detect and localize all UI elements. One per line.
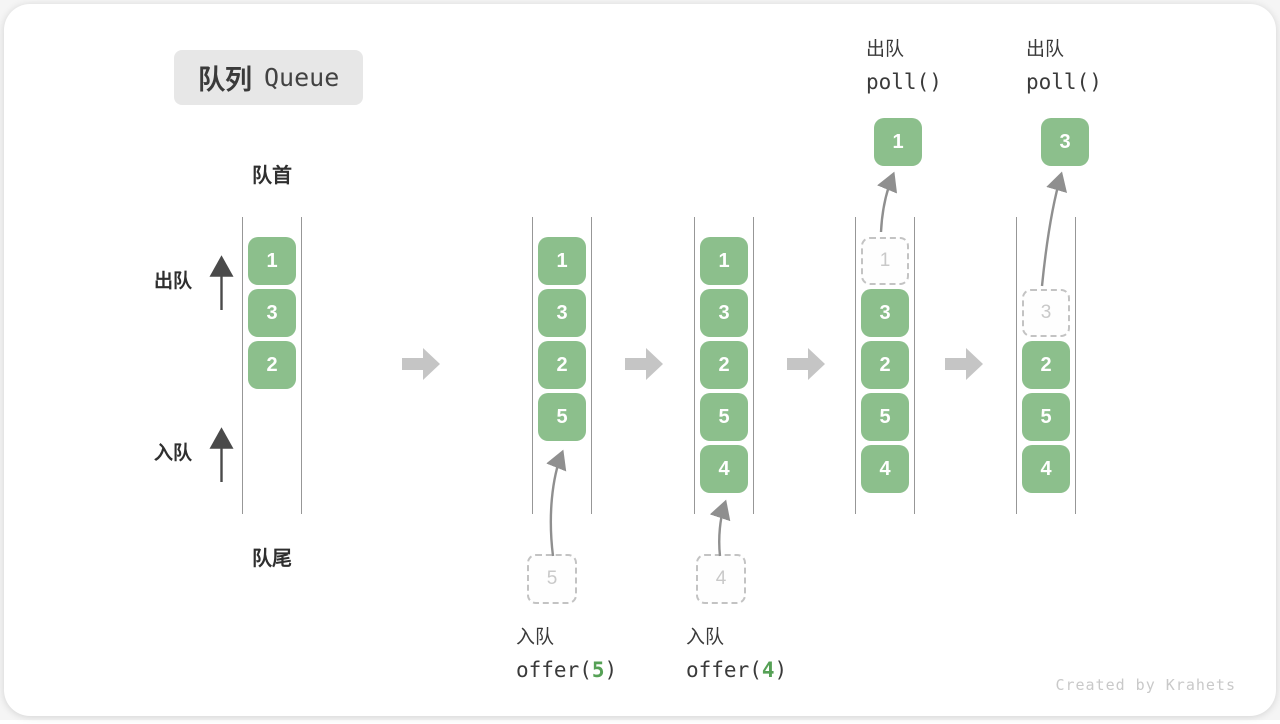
polled-element: 1 xyxy=(874,118,922,166)
op-label-offer-4: 入队 offer(4) xyxy=(686,622,787,682)
queue-cell: 2 xyxy=(861,341,909,389)
title-badge: 队列 Queue xyxy=(174,50,364,105)
queue-cell: 4 xyxy=(861,445,909,493)
queue-cell: 2 xyxy=(538,341,586,389)
op-code: offer(5) xyxy=(516,658,618,682)
queue-cell-dashed: 3 xyxy=(1022,289,1070,337)
queue-cell: 3 xyxy=(700,289,748,337)
op-label-poll-1: 出队 poll() xyxy=(866,34,942,94)
queue-tube-1 xyxy=(242,217,302,514)
title-en: Queue xyxy=(264,63,340,92)
op-arg: 4 xyxy=(761,658,775,682)
op-cn: 出队 xyxy=(1026,39,1065,60)
queue-cell: 5 xyxy=(700,393,748,441)
label-enqueue: 入队 xyxy=(154,443,193,464)
arrows-overlay xyxy=(209,171,1068,557)
incoming-element: 5 xyxy=(527,554,577,604)
op-cn: 入队 xyxy=(516,627,555,648)
queue-cell: 3 xyxy=(538,289,586,337)
queue-tube-4 xyxy=(855,217,915,514)
queue-cell-dashed: 1 xyxy=(861,237,909,285)
queue-cell: 4 xyxy=(700,445,748,493)
op-cn: 入队 xyxy=(686,627,725,648)
label-dequeue: 出队 xyxy=(154,271,193,292)
op-code: poll() xyxy=(1026,70,1102,94)
queue-cell: 1 xyxy=(248,237,296,285)
op-code: offer(4) xyxy=(686,658,788,682)
incoming-element: 4 xyxy=(696,554,746,604)
diagram-card: 队列 Queue 队首 队尾 出队 入队 1 3 2 1 3 2 5 1 3 2… xyxy=(4,4,1276,716)
watermark: Created by Krahets xyxy=(1055,676,1236,694)
queue-tube-3 xyxy=(694,217,754,514)
state-arrow-icon xyxy=(787,348,825,380)
queue-cell: 5 xyxy=(538,393,586,441)
op-code: poll() xyxy=(866,70,942,94)
queue-cell: 1 xyxy=(538,237,586,285)
op-arg: 5 xyxy=(591,658,605,682)
queue-cell: 4 xyxy=(1022,445,1070,493)
op-label-offer-5: 入队 offer(5) xyxy=(516,622,617,682)
state-arrow-icon xyxy=(625,348,663,380)
queue-tube-5 xyxy=(1016,217,1076,514)
state-arrow-icon xyxy=(945,348,983,380)
queue-cell: 5 xyxy=(1022,393,1070,441)
op-cn: 出队 xyxy=(866,39,905,60)
queue-cell: 2 xyxy=(248,341,296,389)
queue-cell: 3 xyxy=(248,289,296,337)
queue-tube-2 xyxy=(532,217,592,514)
label-queue-tail: 队尾 xyxy=(252,548,292,570)
queue-cell: 3 xyxy=(861,289,909,337)
queue-cell: 2 xyxy=(700,341,748,389)
op-label-poll-2: 出队 poll() xyxy=(1026,34,1102,94)
label-queue-head: 队首 xyxy=(252,165,292,187)
queue-cell: 1 xyxy=(700,237,748,285)
title-cn: 队列 xyxy=(198,65,252,95)
queue-cell: 2 xyxy=(1022,341,1070,389)
queue-cell: 5 xyxy=(861,393,909,441)
polled-element: 3 xyxy=(1041,118,1089,166)
state-arrow-icon xyxy=(402,348,440,380)
